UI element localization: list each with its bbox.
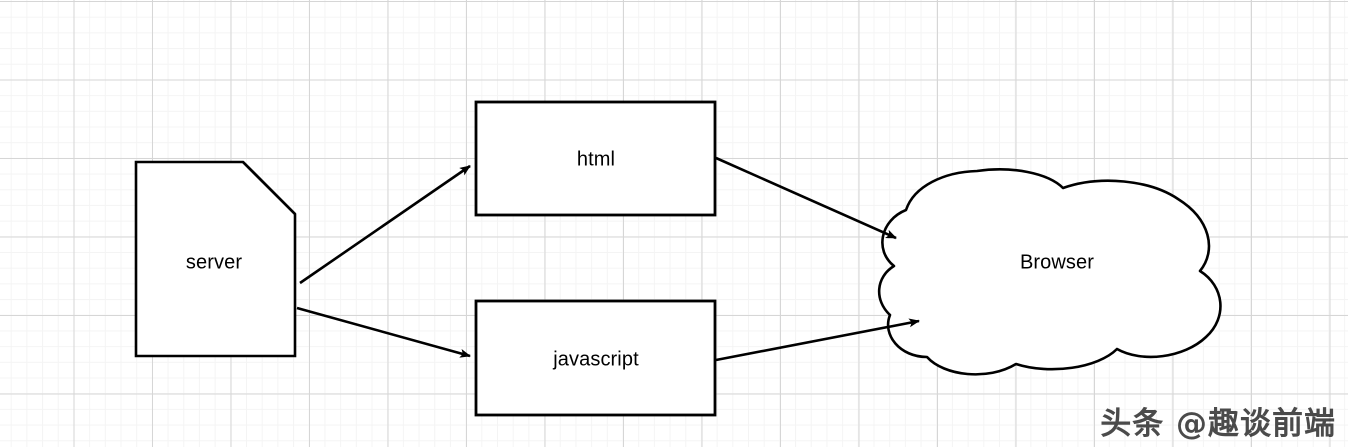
node-label-javascript: javascript <box>553 348 639 371</box>
edge-javascript-to-browser <box>715 318 920 362</box>
node-html-shape[interactable] <box>474 100 717 217</box>
node-label-browser: Browser <box>1019 251 1095 274</box>
edge-server-to-html <box>299 164 471 285</box>
server-fold-icon <box>242 161 296 215</box>
node-browser-shape[interactable] <box>877 168 1222 376</box>
node-javascript-shape[interactable] <box>474 299 717 417</box>
node-label-html: html <box>576 148 616 171</box>
node-server-shape[interactable] <box>134 160 297 358</box>
edge-html-to-browser <box>715 156 897 240</box>
watermark: 头条 @趣谈前端 <box>1100 406 1336 442</box>
node-label-server: server <box>185 251 243 274</box>
edge-server-to-javascript <box>296 306 471 358</box>
